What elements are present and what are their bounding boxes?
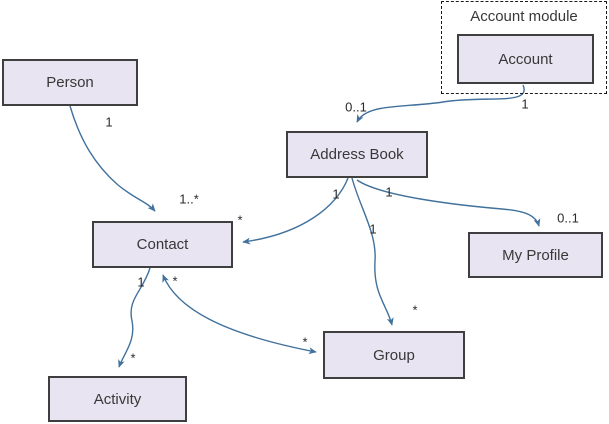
account-module-container: Account module: [441, 1, 607, 94]
multiplicity-address-book-end-of-account: 0..1: [345, 99, 367, 115]
node-my-profile-label: My Profile: [502, 246, 569, 264]
multiplicity-activity-end: *: [130, 350, 136, 366]
node-address-book-label: Address Book: [310, 146, 404, 163]
node-activity-label: Activity: [93, 390, 142, 408]
node-account: Account: [457, 34, 594, 84]
multiplicity-contact-end-of-activity: 1: [137, 274, 145, 290]
edge-address-book-my-profile: [356, 179, 541, 227]
node-person-label: Person: [46, 74, 94, 91]
node-my-profile: My Profile: [468, 232, 603, 278]
multiplicity-my-profile-end: 0..1: [557, 210, 579, 226]
multiplicity-contact-end-of-person: 1..*: [179, 191, 199, 207]
node-person: Person: [2, 59, 138, 106]
multiplicity-person-end: 1: [105, 114, 113, 130]
multiplicity-group-end-of-address-book: *: [412, 302, 418, 318]
node-contact-label: Contact: [136, 236, 189, 253]
node-address-book: Address Book: [286, 131, 428, 178]
node-contact: Contact: [92, 221, 233, 268]
account-module-title: Account module: [470, 8, 578, 25]
multiplicity-contact-end-of-group: *: [172, 273, 178, 289]
node-group: Group: [323, 331, 465, 379]
multiplicity-group-end-of-contact: *: [302, 334, 308, 350]
multiplicity-account-end: 1: [521, 96, 529, 112]
node-account-label: Account: [498, 50, 553, 68]
multiplicity-address-book-end-of-contact: 1: [332, 186, 340, 202]
node-activity: Activity: [48, 376, 187, 422]
multiplicity-address-book-end-of-my-profile: 1: [385, 184, 393, 200]
edge-address-book-group: [351, 177, 394, 326]
multiplicity-address-book-end-of-group: 1: [369, 221, 377, 237]
multiplicity-contact-end-of-address-book: *: [237, 212, 243, 228]
edge-contact-group: [162, 274, 317, 355]
node-group-label: Group: [373, 346, 415, 364]
